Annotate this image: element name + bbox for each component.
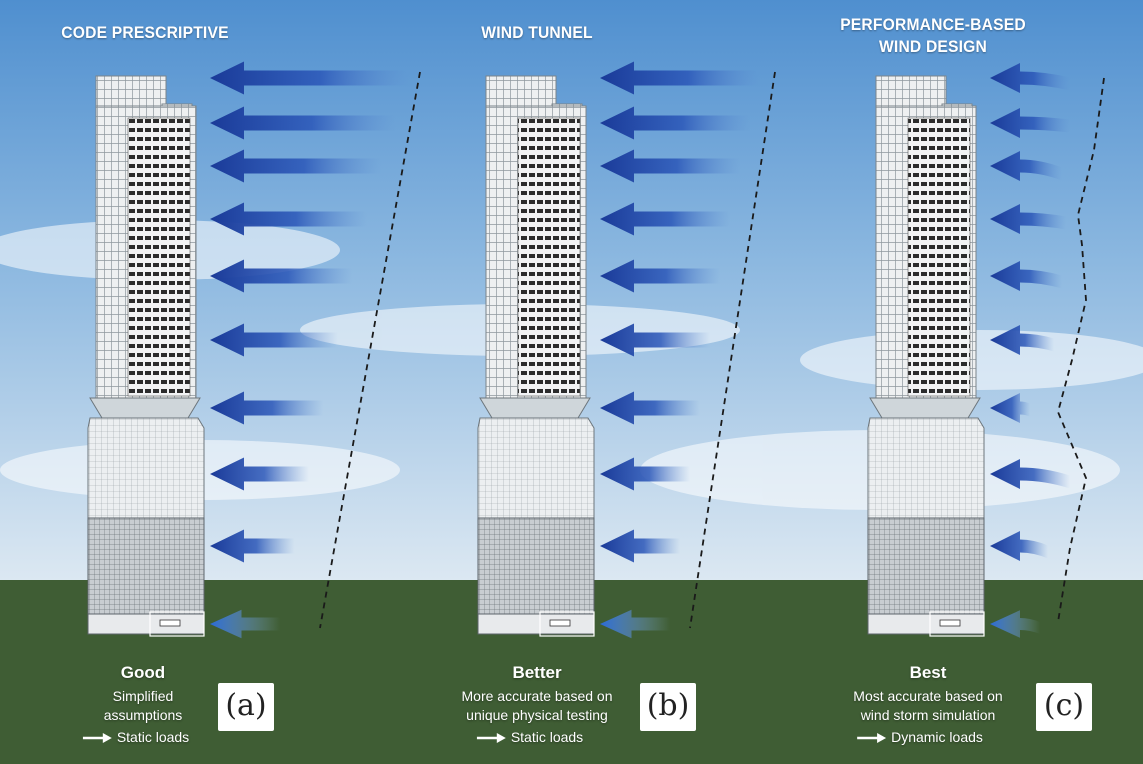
tower-a bbox=[87, 75, 205, 637]
wind-arrow-b-1 bbox=[600, 106, 750, 140]
wind-arrow-a-8 bbox=[210, 529, 295, 563]
panel-b-title: WIND TUNNEL bbox=[440, 22, 633, 44]
panel-c-load-label: Dynamic loads bbox=[891, 729, 983, 745]
tower-c bbox=[867, 75, 985, 637]
panel-c-load-type: Dynamic loads bbox=[857, 729, 983, 745]
panel-c-desc-line1: Most accurate based on bbox=[853, 688, 1003, 704]
wind-arrow-c-1 bbox=[990, 108, 1070, 138]
wind-arrows-c bbox=[990, 63, 1070, 638]
right-arrow-icon bbox=[476, 733, 506, 744]
wind-arrow-c-6 bbox=[990, 393, 1030, 423]
panel-a-rating: Good bbox=[120, 663, 166, 682]
wind-arrow-c-9 bbox=[990, 610, 1040, 638]
wind-arrows-b bbox=[600, 61, 760, 639]
wind-arrow-a-0 bbox=[210, 61, 410, 95]
wind-arrow-a-6 bbox=[210, 391, 324, 425]
panel-a-description: Simplified assumptions bbox=[104, 687, 183, 725]
wind-arrow-a-1 bbox=[210, 106, 396, 140]
panel-c-title-line1: PERFORMANCE-BASED bbox=[840, 15, 1026, 34]
panel-b-rating: Better bbox=[512, 663, 562, 682]
wind-arrow-b-4 bbox=[600, 259, 720, 293]
panel-c-tag: (c) bbox=[1036, 683, 1092, 731]
panel-a-title-line1: CODE PRESCRIPTIVE bbox=[61, 23, 229, 42]
panel-b-load-type: Static loads bbox=[476, 729, 584, 745]
panel-c-title: PERFORMANCE-BASED WIND DESIGN bbox=[827, 14, 1039, 58]
load-profile-line-c bbox=[1057, 77, 1105, 623]
wind-arrow-b-5 bbox=[600, 323, 710, 357]
wind-arrow-a-3 bbox=[210, 202, 367, 236]
wind-arrow-c-5 bbox=[990, 325, 1054, 355]
wind-arrow-b-8 bbox=[600, 529, 680, 563]
wind-arrow-b-9 bbox=[600, 609, 670, 639]
wind-arrow-c-2 bbox=[990, 151, 1062, 181]
panel-b-load-label: Static loads bbox=[510, 729, 584, 745]
panel-c-title-line2: WIND DESIGN bbox=[878, 37, 988, 56]
panel-a-load-label: Static loads bbox=[116, 729, 190, 745]
wind-arrow-c-3 bbox=[990, 204, 1066, 234]
tower-b bbox=[477, 75, 595, 637]
wind-arrow-b-3 bbox=[600, 202, 730, 236]
wind-arrow-b-7 bbox=[600, 457, 690, 491]
panel-c-desc-line2: wind storm simulation bbox=[860, 707, 996, 723]
panel-b-tag: (b) bbox=[640, 683, 696, 731]
wind-arrows-a bbox=[210, 61, 410, 639]
panel-a-title: CODE PRESCRIPTIVE bbox=[48, 22, 241, 44]
panel-c-rating: Best bbox=[909, 663, 947, 682]
wind-arrow-b-6 bbox=[600, 391, 700, 425]
wind-arrow-b-0 bbox=[600, 61, 760, 95]
wind-arrow-c-8 bbox=[990, 531, 1048, 561]
panel-a-desc-line2: assumptions bbox=[103, 707, 183, 723]
wind-arrow-a-7 bbox=[210, 457, 309, 491]
wind-arrow-a-9 bbox=[210, 609, 280, 639]
panel-a-desc-line1: Simplified bbox=[112, 688, 174, 704]
right-arrow-icon bbox=[857, 733, 887, 744]
wind-arrow-a-4 bbox=[210, 259, 353, 293]
panel-c-description: Most accurate based on wind storm simula… bbox=[853, 687, 1002, 725]
wind-arrow-a-2 bbox=[210, 149, 382, 183]
wind-arrow-b-2 bbox=[600, 149, 740, 183]
wind-arrow-c-4 bbox=[990, 261, 1062, 291]
panel-b-description: More accurate based on unique physical t… bbox=[462, 687, 613, 725]
right-arrow-icon bbox=[82, 733, 112, 744]
panel-a-tag: (a) bbox=[218, 683, 274, 731]
panel-a-load-type: Static loads bbox=[82, 729, 190, 745]
panel-b-desc-line2: unique physical testing bbox=[466, 707, 608, 723]
load-profile-line-b bbox=[689, 71, 776, 629]
panel-b-title-line1: WIND TUNNEL bbox=[481, 23, 593, 42]
panel-b-desc-line1: More accurate based on bbox=[461, 688, 613, 704]
wind-arrow-a-5 bbox=[210, 323, 338, 357]
wind-arrow-c-7 bbox=[990, 459, 1070, 489]
wind-arrow-c-0 bbox=[990, 63, 1070, 93]
